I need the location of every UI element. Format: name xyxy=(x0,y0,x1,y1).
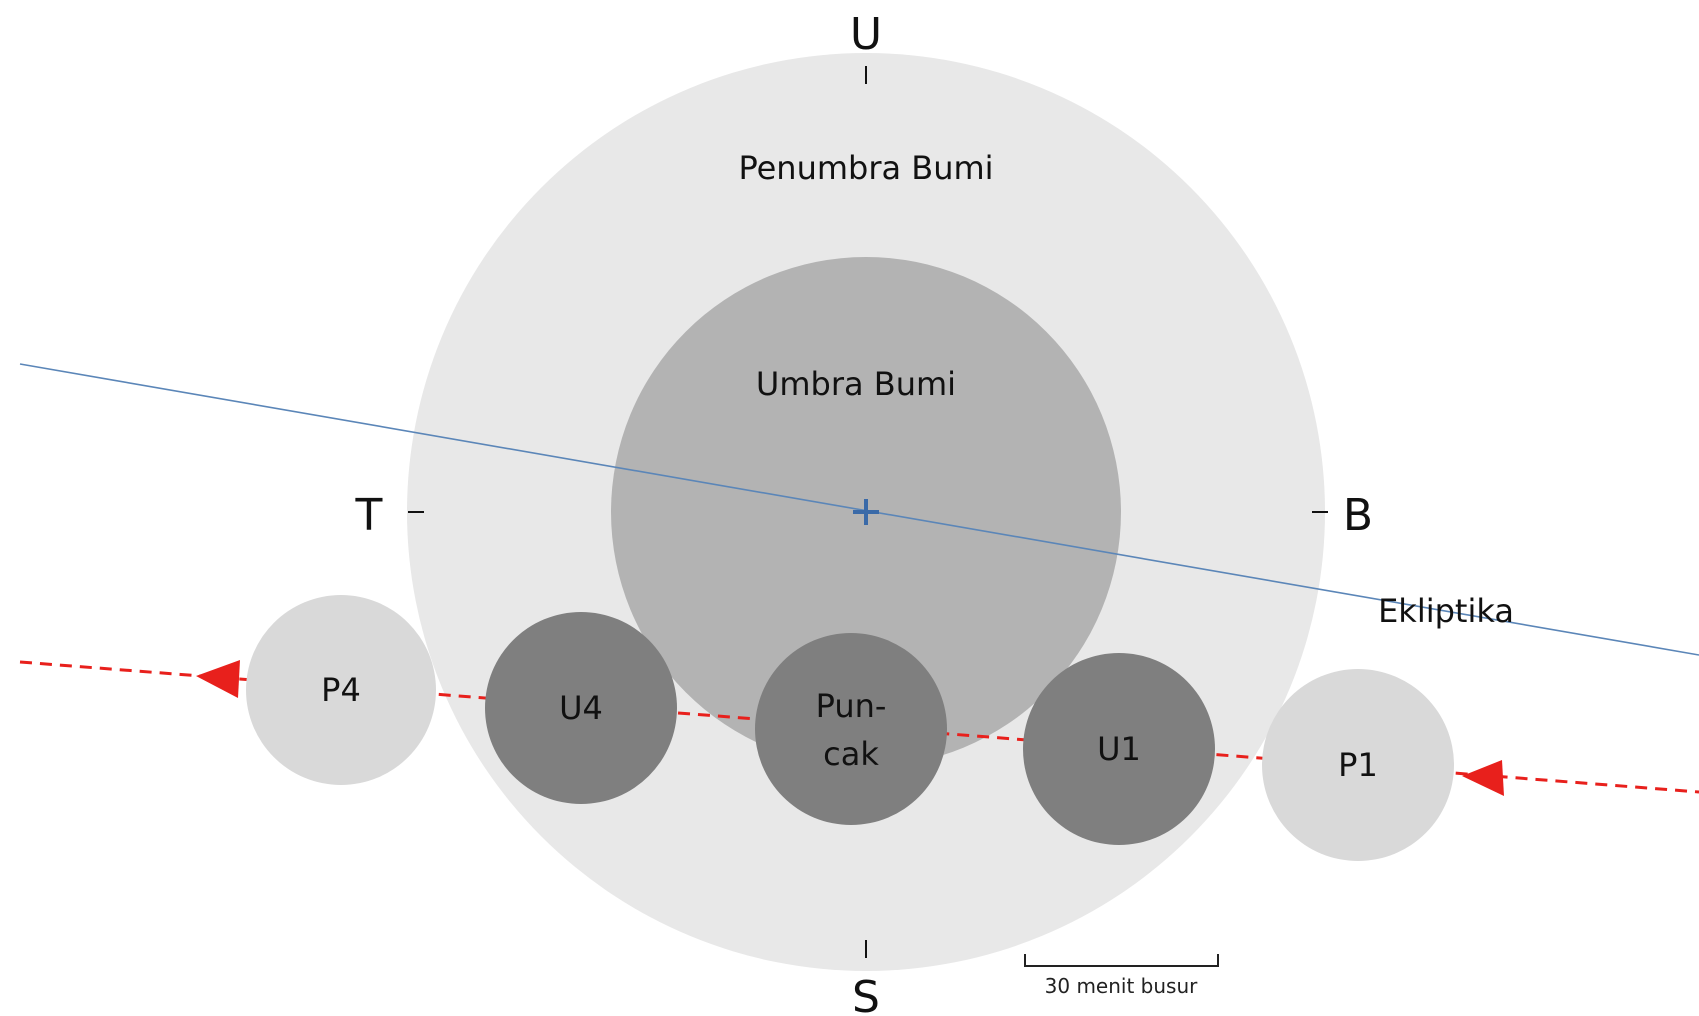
moon-peak-label-line2: cak xyxy=(823,735,879,773)
moon-p1 xyxy=(1262,669,1454,861)
moon-u1 xyxy=(1023,653,1215,845)
north-label: U xyxy=(850,9,882,60)
arrow-left-head xyxy=(196,660,240,698)
moon-peak-label-line1: Pun- xyxy=(816,687,887,725)
ecliptic-label: Ekliptika xyxy=(1378,592,1514,630)
umbra-label: Umbra Bumi xyxy=(756,365,956,403)
moon-p4-label: P4 xyxy=(321,671,361,709)
arrow-right-head xyxy=(1462,760,1504,796)
east-label: T xyxy=(355,490,383,541)
scale-bar xyxy=(1024,954,1219,967)
moon-peak xyxy=(755,633,947,825)
west-label: B xyxy=(1343,490,1373,541)
ecliptic-line xyxy=(19,363,1699,656)
moon-p1-label: P1 xyxy=(1338,746,1378,784)
moon-p4 xyxy=(246,595,436,785)
south-label: S xyxy=(852,972,880,1016)
penumbra-label: Penumbra Bumi xyxy=(738,149,993,187)
moon-u1-label: U1 xyxy=(1097,730,1141,768)
scale-bar-label: 30 menit busur xyxy=(1045,974,1198,998)
moon-u4-label: U4 xyxy=(559,689,603,727)
moon-u4 xyxy=(485,612,677,804)
